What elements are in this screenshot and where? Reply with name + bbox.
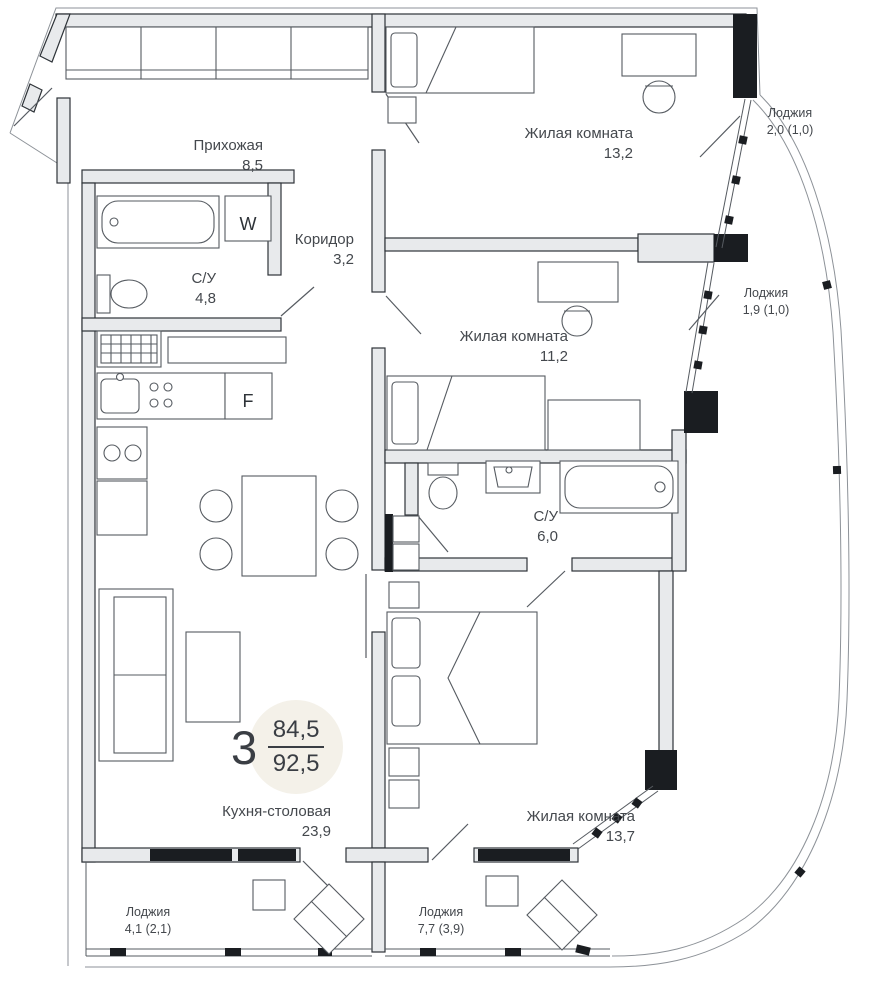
kitchen-shelf (167, 336, 287, 364)
hallway-wardrobe (65, 26, 369, 80)
area-total-with-loggia: 92,5 (272, 750, 320, 777)
dining-chair (325, 537, 359, 571)
room-label-bathroom-6-0: С/У 6,0 (533, 508, 558, 546)
kitchen-dishrack (96, 330, 162, 368)
sofa (98, 588, 174, 762)
room-name: С/У (533, 508, 558, 525)
room-area: 11,2 (539, 348, 568, 365)
dining-chair (199, 489, 233, 523)
area-circle: 84,5 92,5 (249, 700, 344, 794)
room-label-living-13-7: Жилая комната 13,7 (527, 808, 635, 846)
room-label-loggia-4-1: Лоджия 4,1 (2,1) (125, 905, 172, 937)
room-name: Жилая комната (459, 328, 568, 345)
furniture (65, 26, 697, 955)
toilet-2 (427, 462, 459, 510)
room-label-kitchen: Кухня-столовая 23,9 (222, 803, 331, 841)
area-total: 84,5 (272, 716, 320, 743)
room-label-living-13-2: Жилая комната 13,2 (525, 125, 633, 163)
bed-room3 (386, 581, 538, 809)
room-name: Жилая комната (524, 125, 633, 142)
kitchen-cabinet (96, 480, 148, 536)
fraction-line (268, 746, 325, 748)
walls (21, 13, 747, 953)
room-label-hallway: Прихожая 8,5 (193, 137, 263, 175)
loggia-table-2 (485, 875, 519, 907)
room-area: 1,9 (1,0) (742, 303, 790, 317)
desk-room2 (537, 261, 619, 303)
room-name: Лоджия (767, 106, 813, 120)
room-label-loggia-2-0: Лоджия 2,0 (1,0) (767, 106, 814, 138)
room-name: Кухня-столовая (222, 803, 331, 820)
room-area: 7,7 (3,9) (417, 922, 465, 936)
room-area: 6,0 (537, 528, 558, 545)
room-name: Прихожая (193, 137, 263, 154)
duct-shaft (392, 515, 420, 571)
room-area: 23,9 (301, 823, 331, 840)
room-area: 3,2 (333, 251, 354, 268)
room-label-loggia-1-9: Лоджия 1,9 (1,0) (743, 286, 790, 318)
summary-badge: 3 84,5 92,5 (231, 700, 344, 794)
bed-room1 (385, 26, 535, 124)
dining-table (241, 475, 317, 577)
washer-label: W (240, 214, 257, 234)
washing-machine (224, 195, 272, 242)
stove (96, 426, 148, 480)
bathtub-2 (559, 460, 679, 514)
room-area: 13,7 (605, 828, 635, 845)
room-name: Коридор (294, 231, 354, 248)
doors (13, 87, 741, 900)
glazing-ticks (110, 135, 842, 956)
room-label-living-11-2: Жилая комната 11,2 (460, 328, 568, 366)
bathtub-1 (96, 195, 220, 249)
room-area: 4,8 (195, 290, 216, 307)
dresser-room2 (547, 399, 641, 451)
room-label-bathroom-4-8: С/У 4,8 (191, 270, 216, 308)
bed-room2 (386, 375, 546, 451)
fridge (224, 372, 273, 420)
toilet-1 (96, 274, 148, 314)
room-area: 2,0 (1,0) (766, 123, 814, 137)
room-name: Лоджия (418, 905, 464, 919)
kitchen-counter (96, 372, 226, 420)
fridge-label: F (243, 391, 254, 411)
chair-room1 (642, 80, 676, 114)
room-area: 13,2 (603, 145, 633, 162)
room-area: 8,5 (242, 157, 263, 174)
room-name: Жилая комната (526, 808, 635, 825)
dining-chair (325, 489, 359, 523)
room-label-loggia-7-7: Лоджия 7,7 (3,9) (418, 905, 465, 937)
room-area: 4,1 (2,1) (124, 922, 172, 936)
room-count: 3 (231, 720, 258, 774)
coffee-table (185, 631, 241, 723)
room-name: Лоджия (743, 286, 789, 300)
chair-room2 (561, 305, 593, 337)
loggia-chair-1 (293, 883, 365, 955)
room-label-corridor: Коридор 3,2 (295, 231, 354, 269)
loggia-table-1 (252, 879, 286, 911)
dining-chair (199, 537, 233, 571)
desk-room1 (621, 33, 697, 77)
loggia-chair-2 (526, 879, 598, 951)
vanity-sink (485, 460, 541, 494)
window-piers (150, 14, 757, 861)
room-name: Лоджия (125, 905, 171, 919)
room-name: С/У (191, 270, 216, 287)
